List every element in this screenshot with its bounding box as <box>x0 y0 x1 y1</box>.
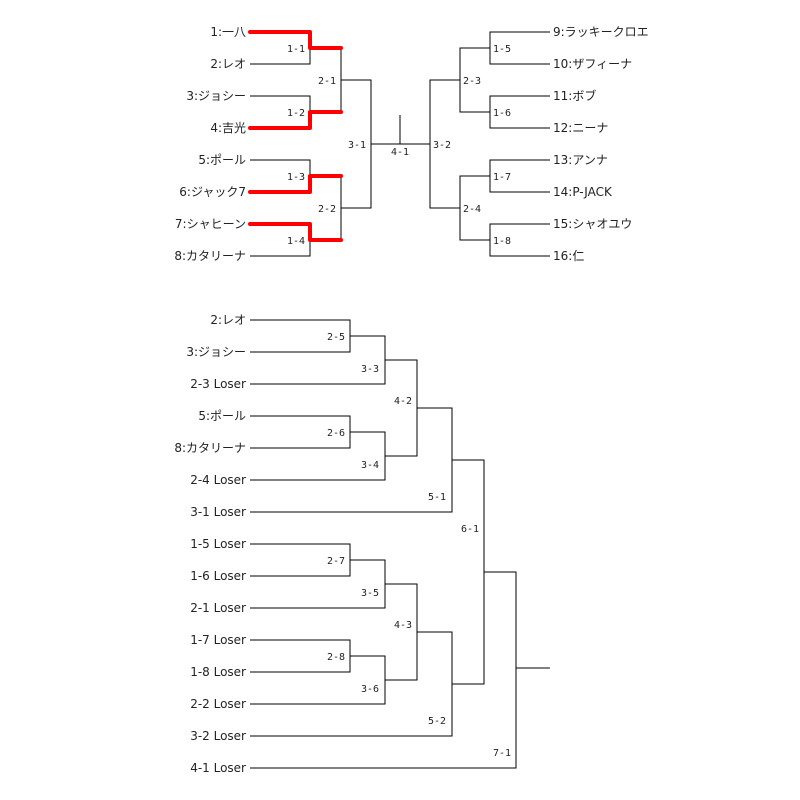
bracket-line <box>385 583 418 681</box>
match-label: 3-3 <box>361 364 379 375</box>
entrant-label: 5:ポール <box>198 409 246 423</box>
match-label: 1-4 <box>287 236 305 247</box>
match-label: 2-5 <box>327 332 345 343</box>
entrant-label: 9:ラッキークロエ <box>553 25 649 39</box>
entrant-label: 7:シャヒーン <box>175 217 246 231</box>
match-label: 2-1 <box>318 76 336 87</box>
entrant-label: 3:ジョシー <box>186 345 246 359</box>
match-label: 7-1 <box>493 748 511 759</box>
match-label: 2-2 <box>318 204 336 215</box>
bracket-line <box>452 459 485 685</box>
advance-path <box>248 222 343 242</box>
match-label: 2-7 <box>327 556 345 567</box>
entrant-label: 2-4 Loser <box>190 473 246 487</box>
bracket-line <box>489 31 550 65</box>
advance-path <box>248 110 343 130</box>
match-label: 3-1 <box>348 140 366 151</box>
entrant-label: 1-7 Loser <box>190 633 246 647</box>
bracket-line <box>250 335 386 385</box>
entrant-label: 12:ニーナ <box>553 121 608 135</box>
bracket-labels: 1:一八 2:レオ 3:ジョシー 4:吉光 5:ポール 6:ジャック7 7:シャ… <box>174 25 648 775</box>
bracket-line <box>489 223 550 257</box>
match-label: 6-1 <box>461 524 479 535</box>
match-label: 1-7 <box>493 172 511 183</box>
entrant-label: 1-5 Loser <box>190 537 246 551</box>
match-label: 1-5 <box>493 44 511 55</box>
advance-path <box>248 174 343 194</box>
match-label: 2-3 <box>463 76 481 87</box>
entrant-label: 8:カタリーナ <box>174 249 246 263</box>
entrant-label: 4:吉光 <box>210 121 246 135</box>
bracket-line <box>250 655 386 705</box>
bracket-lines <box>248 30 550 769</box>
bracket-line <box>429 79 460 209</box>
advance-path <box>248 30 343 50</box>
match-label: 4-1 <box>391 147 409 158</box>
match-label: 4-3 <box>394 620 412 631</box>
entrant-label: 13:アンナ <box>553 153 608 167</box>
match-label: 5-2 <box>428 716 446 727</box>
entrant-label: 11:ボブ <box>553 88 596 103</box>
entrant-label: 3:ジョシー <box>186 89 246 103</box>
entrant-label: 8:カタリーナ <box>174 441 246 455</box>
match-label: 5-1 <box>428 492 446 503</box>
bracket-line <box>250 571 517 769</box>
match-label: 1-6 <box>493 108 511 119</box>
match-label: 3-5 <box>361 588 379 599</box>
match-label: 2-6 <box>327 428 345 439</box>
entrant-label: 3-2 Loser <box>190 729 246 743</box>
entrant-label: 2-1 Loser <box>190 601 246 615</box>
match-label: 3-2 <box>433 140 451 151</box>
entrant-label: 4-1 Loser <box>190 761 246 775</box>
bracket-line <box>459 175 490 241</box>
entrant-label: 2-3 Loser <box>190 377 246 391</box>
entrant-label: 15:シャオユウ <box>553 217 632 231</box>
entrant-label: 2-2 Loser <box>190 697 246 711</box>
match-label: 3-4 <box>361 460 379 471</box>
match-label: 1-8 <box>493 236 511 247</box>
entrant-label: 14:P-JACK <box>553 185 613 199</box>
match-label: 3-6 <box>361 684 379 695</box>
match-label: 2-4 <box>463 204 481 215</box>
bracket-line <box>489 159 550 193</box>
entrant-label: 5:ポール <box>198 153 246 167</box>
match-label: 1-2 <box>287 108 305 119</box>
entrant-label: 1-6 Loser <box>190 569 246 583</box>
bracket-line <box>459 47 490 113</box>
bracket-line <box>250 407 453 513</box>
bracket-line <box>250 559 386 609</box>
match-label: 1-1 <box>287 44 305 55</box>
match-label: 4-2 <box>394 396 412 407</box>
entrant-label: 3-1 Loser <box>190 505 246 519</box>
entrant-label: 2:レオ <box>210 313 246 327</box>
bracket-line <box>385 359 418 457</box>
bracket-line <box>250 431 386 481</box>
match-label: 1-3 <box>287 172 305 183</box>
entrant-label: 16:仁 <box>553 249 584 263</box>
entrant-label: 1:一八 <box>210 25 246 39</box>
bracket-line <box>250 631 453 737</box>
entrant-label: 10:ザフィーナ <box>553 57 632 71</box>
bracket-line <box>489 95 550 129</box>
entrant-label: 2:レオ <box>210 57 246 71</box>
match-label: 2-8 <box>327 652 345 663</box>
entrant-label: 6:ジャック7 <box>179 185 246 199</box>
entrant-label: 1-8 Loser <box>190 665 246 679</box>
